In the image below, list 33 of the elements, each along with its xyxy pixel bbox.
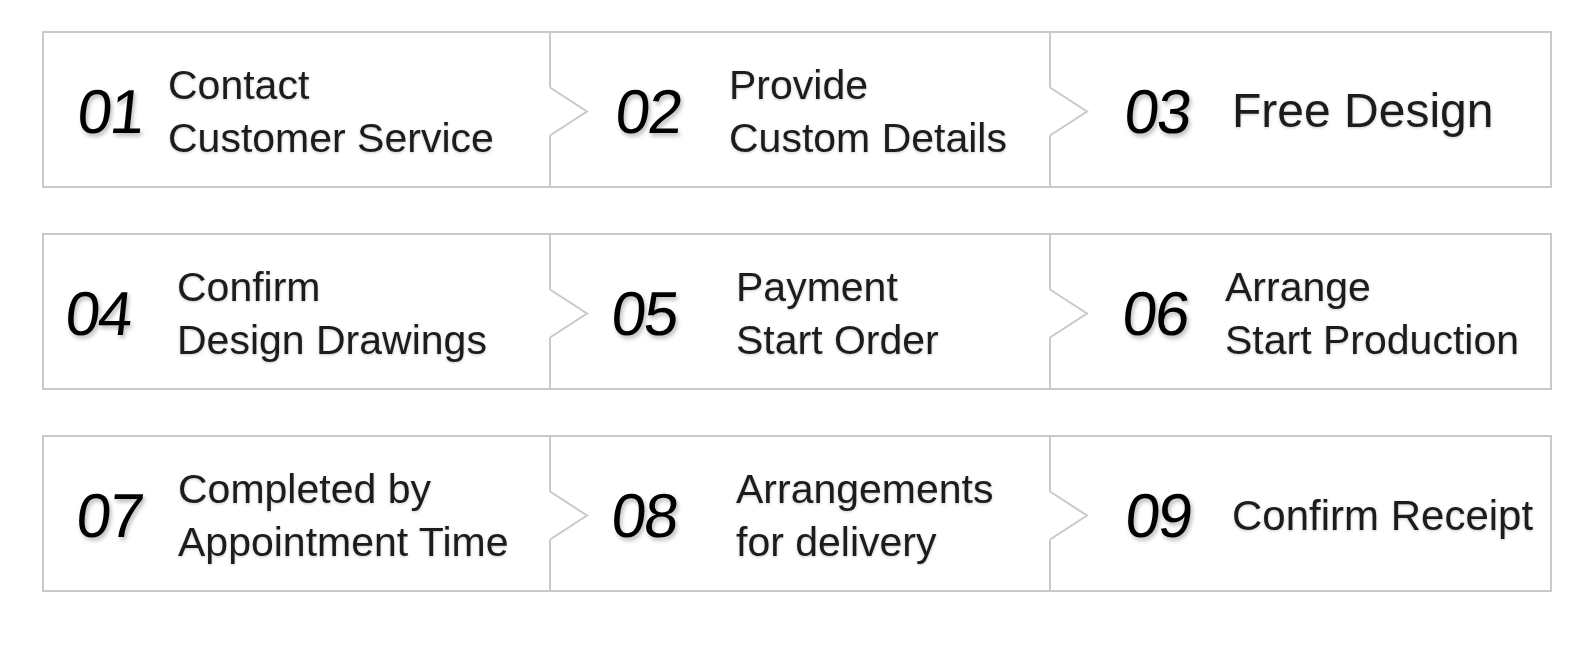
step-label: Arrange Start Production (1225, 262, 1519, 365)
step-label: Contact Customer Service (168, 60, 494, 163)
step-number: 09 (1122, 485, 1195, 547)
step-box (550, 435, 1050, 592)
step-number: 03 (1121, 81, 1194, 143)
step-label: Arrangements for delivery (736, 464, 994, 567)
chevron-divider (1049, 435, 1088, 541)
step-number: 05 (608, 283, 681, 345)
chevron-divider (1049, 233, 1088, 339)
step-box (1050, 31, 1552, 188)
step-label: Confirm Design Drawings (177, 262, 487, 365)
step-box (42, 435, 550, 592)
step-number: 06 (1119, 283, 1192, 345)
step-label: Provide Custom Details (729, 60, 1007, 163)
step-number: 08 (608, 485, 681, 547)
step-box (42, 233, 550, 390)
step-label: Free Design (1232, 82, 1494, 139)
step-box (42, 31, 550, 188)
step-box (1050, 233, 1552, 390)
step-label: Confirm Receipt (1232, 490, 1534, 541)
chevron-divider (549, 435, 588, 541)
step-box (550, 31, 1050, 188)
step-number: 01 (74, 81, 147, 143)
step-box (1050, 435, 1552, 592)
step-number: 07 (73, 485, 146, 547)
step-box (550, 233, 1050, 390)
step-number: 02 (612, 81, 685, 143)
chevron-divider (549, 31, 588, 137)
chevron-divider (1049, 31, 1088, 137)
step-label: Payment Start Order (736, 262, 939, 365)
step-label: Completed by Appointment Time (178, 464, 509, 567)
step-number: 04 (62, 283, 135, 345)
chevron-divider (549, 233, 588, 339)
